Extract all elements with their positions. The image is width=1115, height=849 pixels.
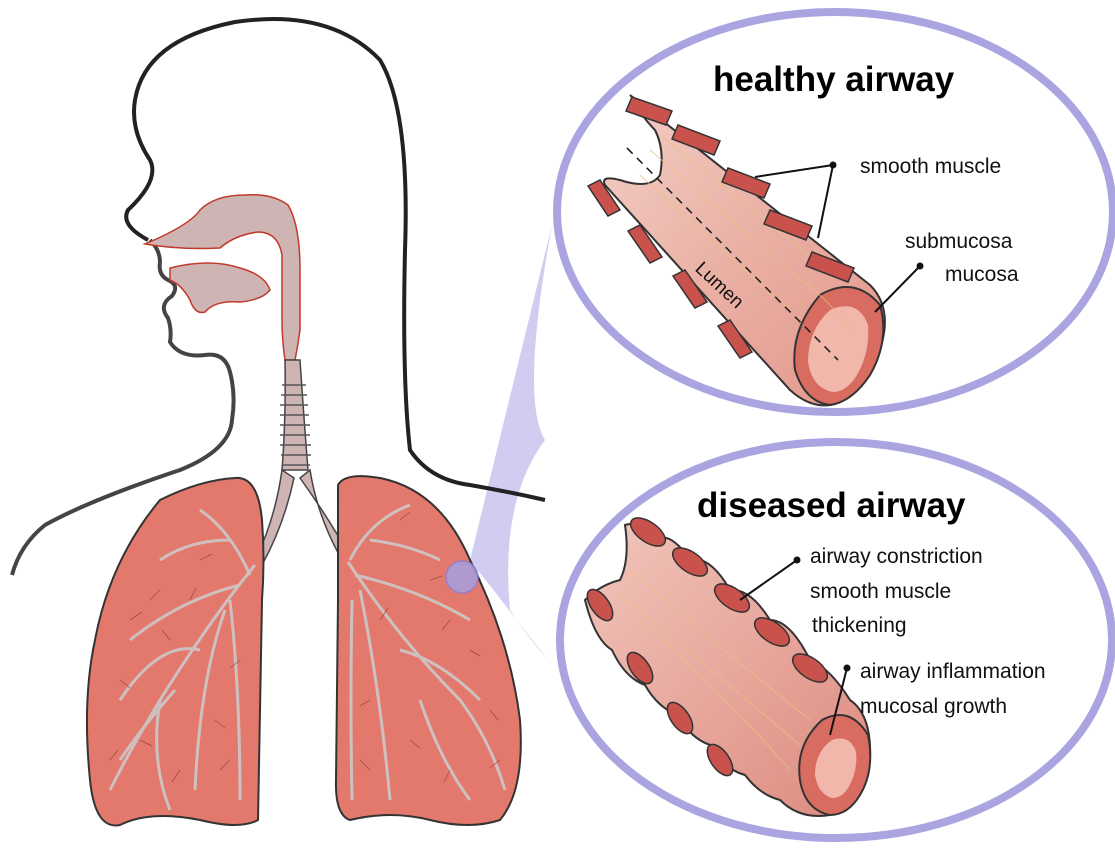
diseased-airway-title: diseased airway — [697, 486, 966, 526]
healthy-airway-title: healthy airway — [713, 60, 954, 100]
oral-cavity — [170, 263, 270, 313]
submucosa-label: submucosa — [905, 230, 1012, 254]
constriction-label-line1: airway constriction — [810, 545, 983, 569]
inflammation-label-line1: airway inflammation — [860, 660, 1046, 684]
inflammation-label-line2: mucosal growth — [860, 695, 1007, 719]
constriction-label-line2: smooth muscle — [810, 580, 951, 604]
left-lung — [87, 478, 264, 826]
smooth-muscle-label: smooth muscle — [860, 155, 1001, 179]
zoom-spot — [446, 561, 478, 593]
head-outline — [126, 19, 545, 500]
constriction-label-line3: thickening — [812, 614, 907, 638]
mucosa-label: mucosa — [945, 263, 1019, 287]
